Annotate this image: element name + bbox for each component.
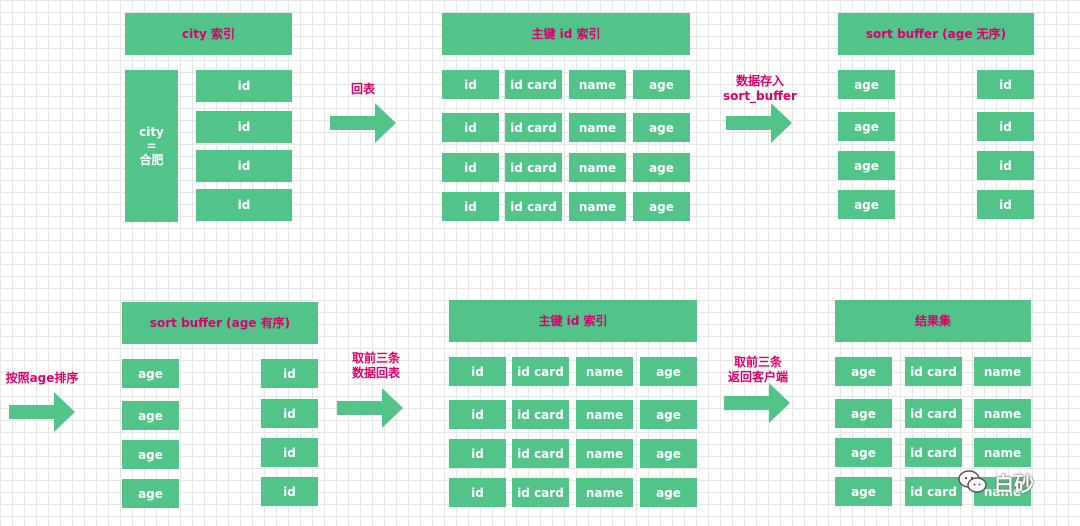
take-top3-line-1: 取前三条 [351,351,400,365]
sb-id-cell: id [977,112,1034,141]
wechat-icon [958,470,987,493]
sort-buffer-sorted-header: sort buffer (age 有序) [122,302,318,344]
sb-age-cell: age [838,190,895,219]
sort-buffer-unsorted-header: sort buffer (age 无序) [838,13,1034,55]
huibiao-label: 回表 [350,82,375,96]
pk-idcard-cell: id card [505,113,562,142]
city-index-id-cell: id [196,70,292,102]
pk-index-header: 主键 id 索引 [449,300,697,342]
result-idcard-cell: id card [905,399,962,428]
result-age-cell: age [835,399,892,428]
pk-age-cell: age [633,153,690,182]
pk-idcard-cell: id card [512,478,569,507]
watermark: 白砂 [958,466,1058,498]
sb-age-cell: age [838,70,895,99]
pk-id-cell: id [449,478,506,507]
store-label-line-1: 数据存入 [735,74,784,88]
pk-age-cell: age [633,70,690,99]
arrow-right-icon [9,392,75,432]
sort-by-age-label: 按照age排序 [5,371,79,385]
sb-id-cell: id [261,399,318,428]
result-idcard-cell: id card [905,357,962,386]
take-top3-line-2: 数据回表 [351,366,400,380]
sb-age-cell: age [122,359,179,388]
result-age-cell: age [835,357,892,386]
sb-id-cell: id [977,70,1034,99]
pk-id-cell: id [442,70,499,99]
pk-age-cell: age [640,400,697,429]
sb-age-cell: age [122,479,179,508]
pk-name-cell: name [569,153,626,182]
pk-name-cell: name [576,357,633,386]
pk-age-cell: age [633,192,690,221]
result-idcard-cell: id card [905,477,962,506]
sb-age-cell: age [122,440,179,469]
result-name-cell: name [974,477,1031,506]
pk-age-cell: age [640,357,697,386]
arrow-right-icon [337,388,403,428]
sb-id-cell: id [977,190,1034,219]
pk-idcard-cell: id card [505,153,562,182]
sb-id-cell: id [977,151,1034,180]
arrow-right-icon [724,383,790,423]
take-top3-lookup-label: 取前三条 数据回表 [340,351,412,381]
pk-idcard-cell: id card [505,70,562,99]
arrow-right-icon [726,103,792,143]
result-set-header: 结果集 [835,300,1031,342]
sb-id-cell: id [261,438,318,467]
return-client-line-1: 取前三条 [733,355,782,369]
city-line-2: = [146,139,157,153]
pk-name-cell: name [576,478,633,507]
result-name-cell: name [974,399,1031,428]
sb-age-cell: age [838,112,895,141]
city-index-id-cell: id [196,189,292,221]
sb-age-cell: age [122,401,179,430]
pk-name-cell: name [576,400,633,429]
result-name-cell: name [974,438,1031,467]
result-age-cell: age [835,477,892,506]
pk-idcard-cell: id card [512,439,569,468]
city-line-1: city [139,125,164,139]
arrow-right-icon [330,103,396,143]
store-sort-buffer-label: 数据存入 sort_buffer [718,74,802,104]
watermark-text: 白砂 [994,471,1034,496]
pk-id-cell: id [449,357,506,386]
pk-age-cell: age [640,439,697,468]
pk-name-cell: name [569,192,626,221]
pk-age-cell: age [640,478,697,507]
store-label-line-2: sort_buffer [723,89,797,103]
city-value-cell: city = 合肥 [125,70,178,222]
city-line-3: 合肥 [139,153,164,167]
pk-id-cell: id [442,192,499,221]
pk-id-cell: id [442,113,499,142]
pk-idcard-cell: id card [512,400,569,429]
pk-id-cell: id [442,153,499,182]
pk-idcard-cell: id card [505,192,562,221]
city-index-id-cell: id [196,150,292,182]
city-index-header: city 索引 [125,13,292,55]
pk-name-cell: name [569,113,626,142]
pk-name-cell: name [569,70,626,99]
return-client-label: 取前三条 返回客户端 [718,355,798,385]
return-client-line-2: 返回客户端 [727,370,788,384]
pk-id-cell: id [449,439,506,468]
sb-id-cell: id [261,359,318,388]
result-name-cell: name [974,357,1031,386]
pk-age-cell: age [633,113,690,142]
city-index-id-cell: id [196,111,292,143]
sb-age-cell: age [838,151,895,180]
sb-id-cell: id [261,477,318,506]
pk-index-header: 主键 id 索引 [442,13,690,55]
pk-name-cell: name [576,439,633,468]
result-idcard-cell: id card [905,438,962,467]
result-age-cell: age [835,438,892,467]
pk-id-cell: id [449,400,506,429]
pk-idcard-cell: id card [512,357,569,386]
